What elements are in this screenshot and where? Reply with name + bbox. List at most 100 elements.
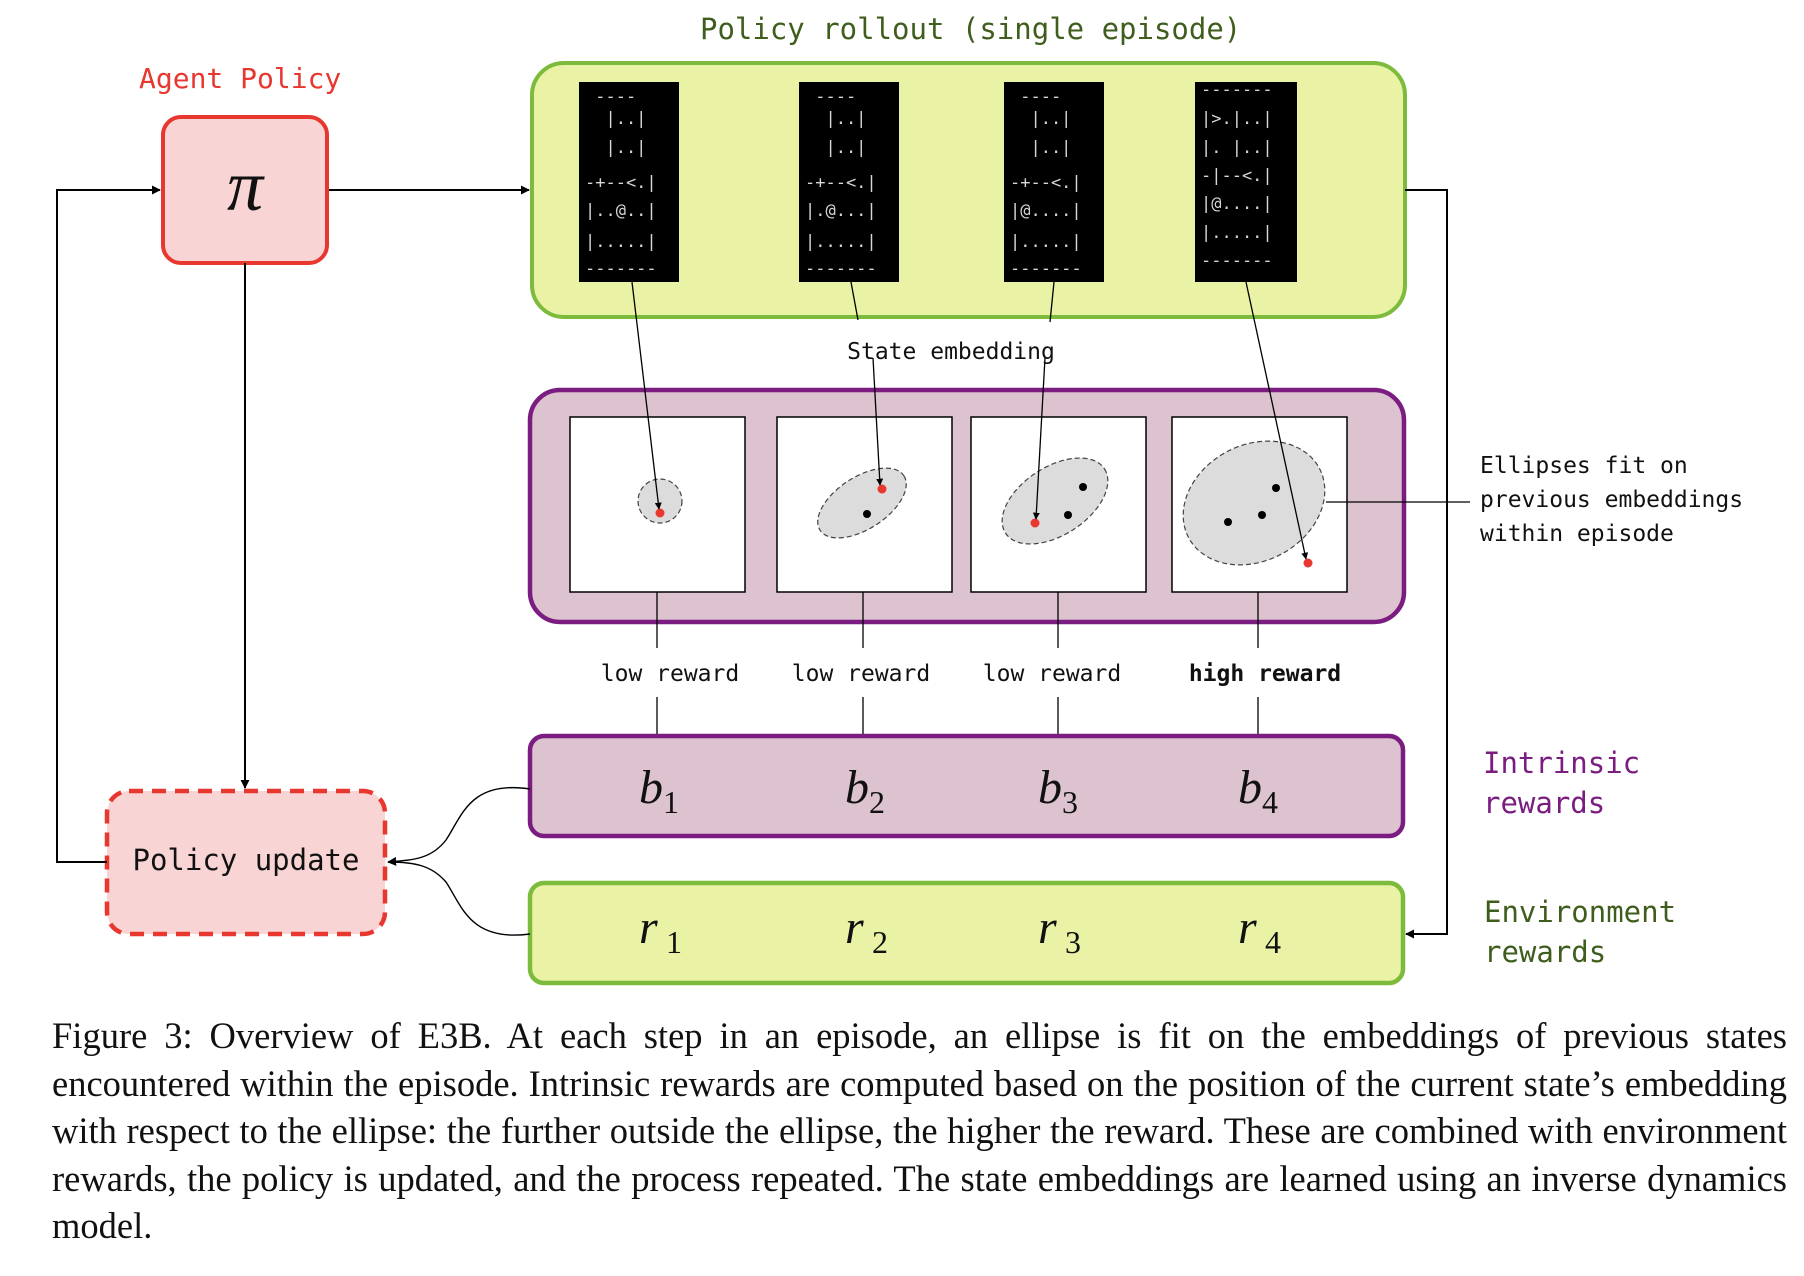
intrinsic-term-4: b 4: [1238, 761, 1278, 820]
svg-text:b: b: [639, 761, 663, 814]
svg-text:|.....|: |.....|: [585, 232, 657, 252]
intrinsic-term-3: b 3: [1038, 761, 1078, 820]
svg-text:1: 1: [666, 924, 682, 960]
previous-embedding-dot: [1224, 518, 1232, 526]
svg-text:-+--<.|: -+--<.|: [805, 173, 877, 193]
game-frame-4: ------- |>.|..| |. |..| -|--<.| |@....| …: [1195, 80, 1297, 282]
svg-text:|.....|: |.....|: [1010, 232, 1082, 252]
svg-text:|..|: |..|: [1010, 138, 1071, 158]
current-embedding-dot: [1030, 518, 1040, 528]
svg-text:|@....|: |@....|: [1201, 194, 1273, 214]
svg-text:|..|: |..|: [585, 138, 646, 158]
game-frame-1: ---- |..| |..| -+--<.| |..@..| |.....| -…: [579, 82, 679, 282]
svg-text:|. |..|: |. |..|: [1201, 138, 1273, 158]
svg-text:|.....|: |.....|: [1201, 223, 1273, 243]
svg-text:1: 1: [663, 784, 679, 820]
svg-text:-------: -------: [805, 259, 877, 279]
environment-term-2: r 2: [845, 901, 888, 960]
environment-rewards-box: [527, 880, 1406, 986]
svg-text:|@....|: |@....|: [1010, 201, 1082, 221]
figure-caption: Figure 3: Overview of E3B. At each step …: [52, 1015, 1787, 1246]
ellipses-note-line-2: previous embeddings: [1480, 487, 1743, 513]
svg-text:----: ----: [1010, 87, 1061, 107]
current-embedding-dot: [877, 484, 887, 494]
svg-text:-------: -------: [585, 259, 657, 279]
game-frame-3: ---- |..| |..| -+--<.| |@....| |.....| -…: [1004, 82, 1104, 282]
flow-arrows: [56, 185, 1448, 939]
embedding-panel-4: [1171, 416, 1348, 593]
agent-policy-label: Agent Policy: [139, 62, 341, 95]
svg-text:|..@..|: |..@..|: [585, 201, 657, 221]
policy-update-label: Policy update: [133, 843, 360, 877]
previous-embedding-dot: [1064, 511, 1072, 519]
environment-term-3: r 3: [1038, 901, 1081, 960]
svg-text:|.@...|: |.@...|: [805, 201, 877, 221]
svg-text:-------: -------: [1201, 80, 1273, 100]
intrinsic-term-1: b 1: [639, 761, 679, 820]
environment-term-1: r 1: [639, 901, 682, 960]
intrinsic-rewards-label-1: Intrinsic: [1483, 746, 1640, 780]
current-embedding-dot: [655, 508, 665, 518]
state-embedding-lines: [631, 281, 1309, 560]
svg-text:4: 4: [1262, 784, 1278, 820]
reward-label-4: high reward: [1189, 661, 1341, 687]
svg-text:-------: -------: [1201, 251, 1273, 271]
svg-text:r: r: [845, 901, 864, 954]
svg-text:3: 3: [1065, 924, 1081, 960]
embedding-panel-2: [776, 416, 953, 593]
intrinsic-to-update-curve: [387, 786, 531, 866]
svg-text:|..|: |..|: [805, 109, 866, 129]
embedding-ellipse: [637, 478, 683, 524]
svg-text:-|--<.|: -|--<.|: [1201, 166, 1273, 186]
current-embedding-dot: [1303, 558, 1313, 568]
update-to-policy-arrow: [56, 185, 161, 863]
previous-embedding-dot: [863, 510, 871, 518]
svg-text:r: r: [1238, 901, 1257, 954]
policy-rollout-label: Policy rollout (single episode): [700, 12, 1241, 46]
embedding-panel-1: [569, 416, 746, 593]
svg-text:3: 3: [1062, 784, 1078, 820]
svg-text:b: b: [1038, 761, 1062, 814]
env-to-update-curve: [387, 861, 531, 936]
intrinsic-rewards-label-2: rewards: [1483, 786, 1605, 820]
previous-embedding-dot: [1272, 484, 1280, 492]
svg-text:-+--<.|: -+--<.|: [1010, 173, 1082, 193]
game-frame-2: ---- |..| |..| -+--<.| |.@...| |.....| -…: [799, 82, 899, 282]
previous-embedding-dot: [1258, 511, 1266, 519]
merge-curves: [387, 786, 531, 936]
environment-rewards-label-1: Environment: [1484, 895, 1676, 929]
svg-text:|.....|: |.....|: [805, 232, 877, 252]
environment-term-4: r 4: [1238, 901, 1281, 960]
reward-label-3: low reward: [983, 661, 1121, 687]
svg-text:r: r: [639, 901, 658, 954]
svg-text:r: r: [1038, 901, 1057, 954]
svg-text:|..|: |..|: [585, 109, 646, 129]
svg-text:|..|: |..|: [805, 138, 866, 158]
svg-text:b: b: [845, 761, 869, 814]
svg-text:|>.|..|: |>.|..|: [1201, 109, 1273, 129]
embedding-ellipse: [1182, 440, 1326, 566]
ellipses-note-line-1: Ellipses fit on: [1480, 453, 1688, 479]
ellipses-note-line-3: within episode: [1480, 521, 1674, 547]
svg-text:----: ----: [805, 87, 856, 107]
svg-text:|..|: |..|: [1010, 109, 1071, 129]
svg-text:-------: -------: [1010, 259, 1082, 279]
environment-rewards-label-2: rewards: [1484, 935, 1606, 969]
intrinsic-term-2: b 2: [845, 761, 885, 820]
svg-text:b: b: [1238, 761, 1262, 814]
rollout-to-env-rewards-arrow: [1405, 189, 1448, 939]
embedding-panel-3: [970, 416, 1147, 593]
embedding-ellipse: [1001, 457, 1109, 545]
pi-symbol: π: [227, 146, 265, 226]
reward-label-1: low reward: [601, 661, 739, 687]
svg-text:2: 2: [872, 924, 888, 960]
svg-text:----: ----: [585, 87, 636, 107]
svg-text:4: 4: [1265, 924, 1281, 960]
previous-embedding-dot: [1079, 483, 1087, 491]
svg-text:2: 2: [869, 784, 885, 820]
intrinsic-rewards-box: [527, 733, 1406, 839]
reward-label-2: low reward: [792, 661, 930, 687]
state-embedding-label: State embedding: [847, 339, 1055, 365]
svg-text:-+--<.|: -+--<.|: [585, 173, 657, 193]
